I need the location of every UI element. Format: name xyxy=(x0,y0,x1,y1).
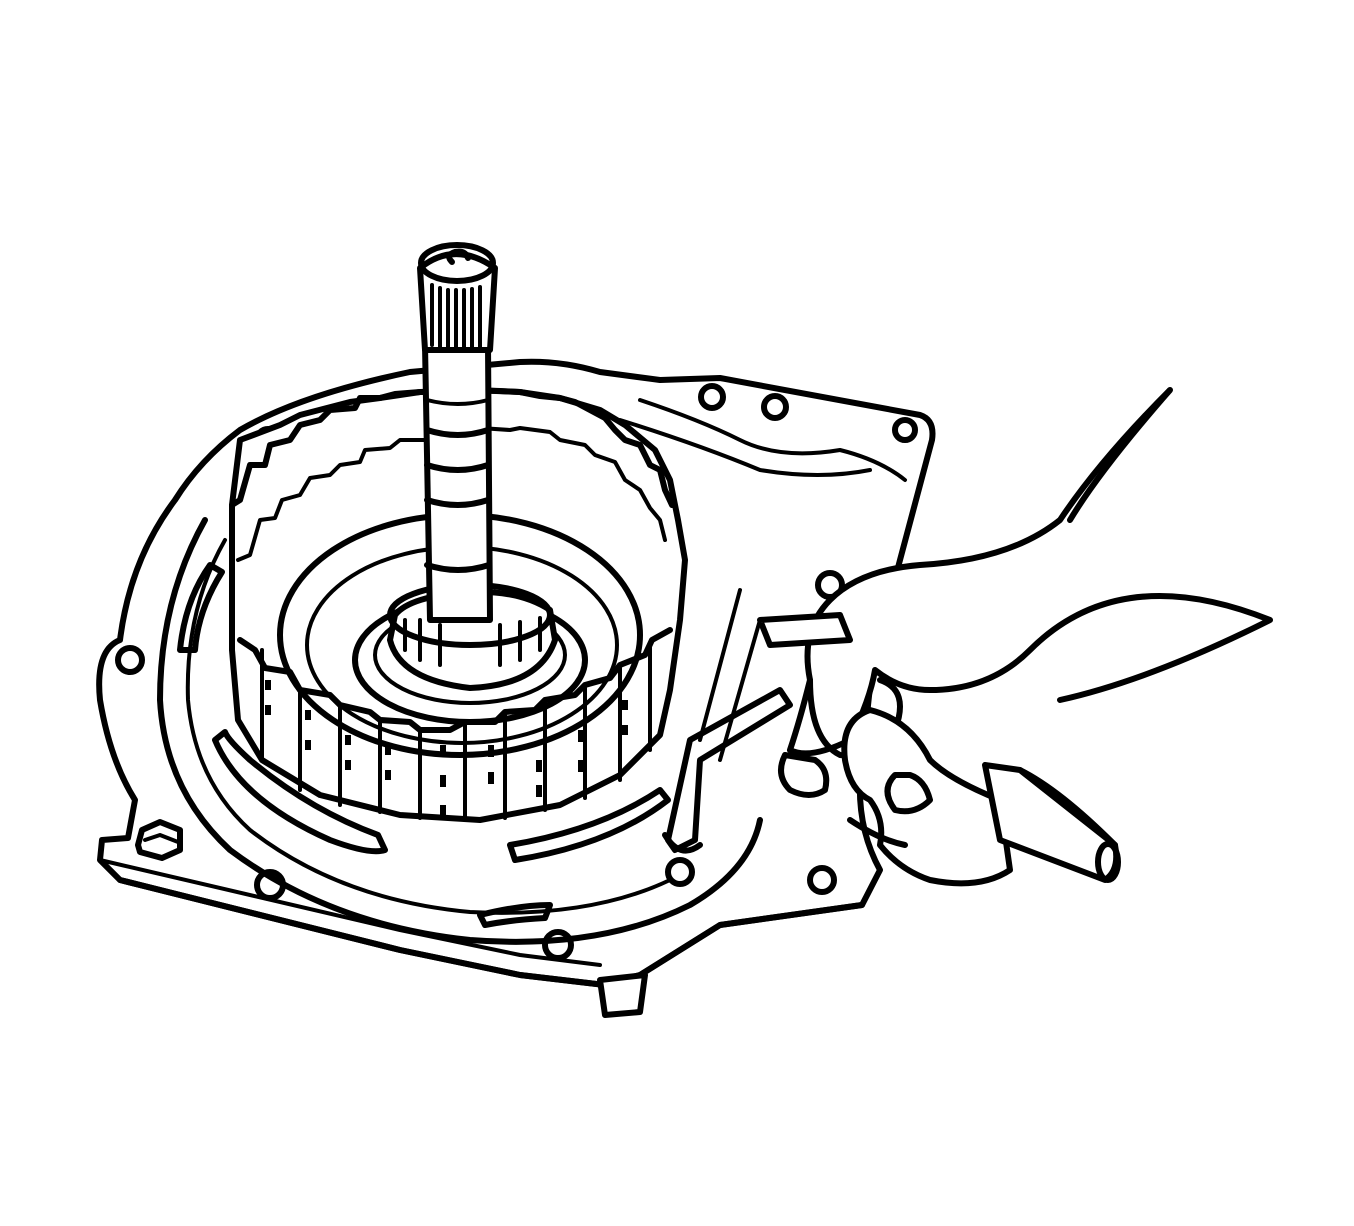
hex-bolt xyxy=(135,819,183,861)
hands-with-tool xyxy=(662,387,1273,887)
input-shaft xyxy=(417,242,498,623)
